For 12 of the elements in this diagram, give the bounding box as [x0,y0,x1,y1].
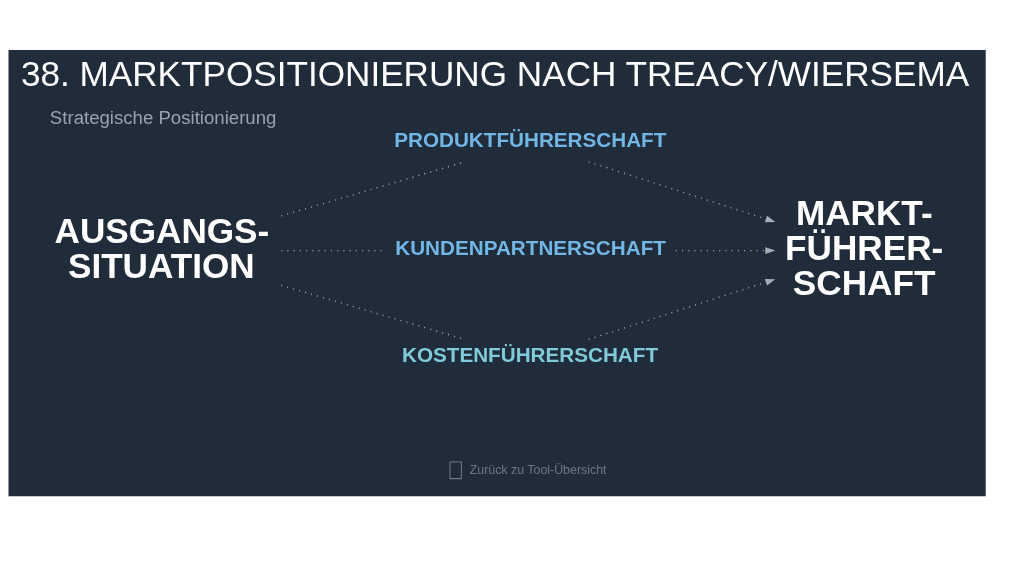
arrow [588,278,776,341]
arrow [675,247,776,255]
arrow [588,161,776,223]
node-text: AUSGANGS- SITUATION [54,210,270,285]
node-text: KUNDENPARTNERSCHAFT [395,235,666,259]
label: Zurück zu Tool-Übersicht [469,462,607,477]
label: Strategische Positionierung [49,106,277,128]
node-text: PRODUKTFÜHRERSCHAFT [394,128,667,152]
connector [280,249,385,252]
node-text: MARKT- FÜHRER- SCHAFT [785,192,944,303]
diagram-title: 38. MARKTPOSITIONIERUNG NACH TREACY/WIERSEMA [20,54,970,94]
node-text: KOSTENFÜHRERSCHAFT [401,343,659,367]
